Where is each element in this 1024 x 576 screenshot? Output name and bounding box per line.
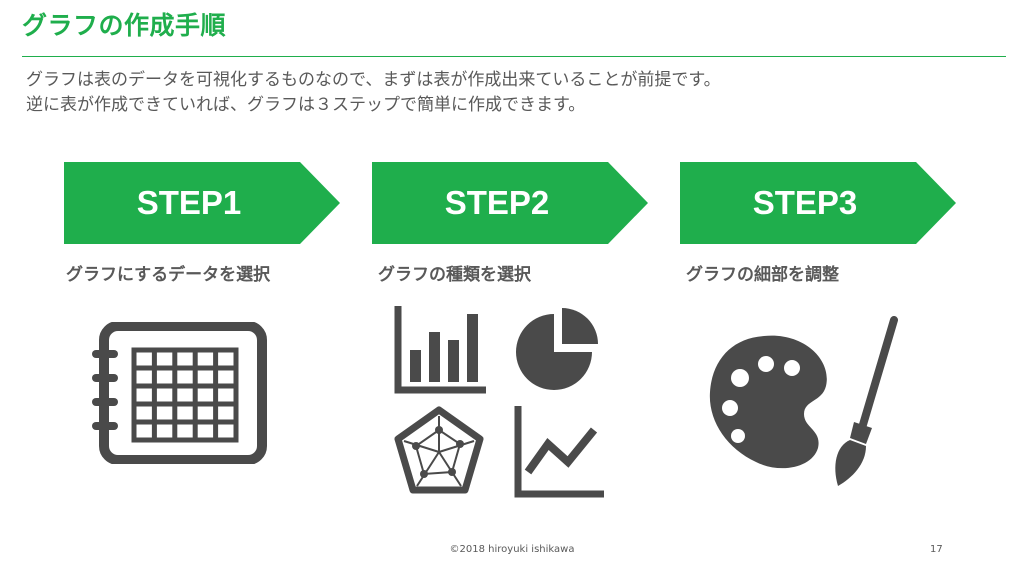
arrow-shape — [680, 162, 956, 244]
arrow-shape — [372, 162, 648, 244]
step-1-description: グラフにするデータを選択 — [66, 265, 271, 285]
page-title: グラフの作成手順 — [22, 11, 227, 40]
copyright: ©2018 hiroyuki ishikawa — [449, 544, 575, 555]
line-chart-icon — [514, 406, 604, 498]
table-grid-icon — [92, 322, 267, 464]
step-3-arrow: STEP3 — [680, 162, 958, 244]
radar-chart-icon — [394, 406, 484, 494]
intro-text: グラフは表のデータを可視化するものなので、まずは表が作成出来ていることが前提です… — [26, 68, 721, 118]
palette-brush-icon — [709, 316, 898, 486]
pie-chart-icon — [516, 308, 598, 390]
arrow-shape — [64, 162, 340, 244]
intro-line-1: グラフは表のデータを可視化するものなので、まずは表が作成出来ていることが前提です… — [26, 70, 721, 90]
step-1-arrow: STEP1 — [64, 162, 342, 244]
intro-line-2: 逆に表が作成できていれば、グラフは３ステップで簡単に作成できます。 — [26, 95, 586, 115]
step-2-description: グラフの種類を選択 — [378, 265, 531, 285]
page-number: 17 — [930, 544, 943, 555]
title-rule — [22, 56, 1006, 57]
step-2-arrow: STEP2 — [372, 162, 650, 244]
step-2-label: STEP2 — [444, 184, 550, 221]
step-3-label: STEP3 — [752, 184, 858, 221]
bar-chart-icon — [394, 306, 486, 394]
step-1-label: STEP1 — [136, 184, 242, 221]
step-3-description: グラフの細部を調整 — [686, 265, 839, 285]
